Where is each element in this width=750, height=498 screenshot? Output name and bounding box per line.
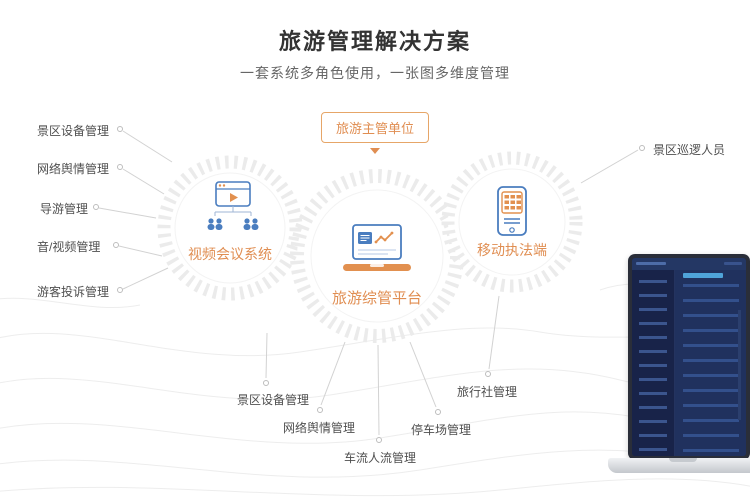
bottom-label-scenic-equipment: 景区设备管理 [237,393,310,407]
left-label-tourist-complaints: 游客投诉管理 [37,285,110,299]
mobile-ring-inner [458,168,566,276]
left-label-scenic-equipment: 景区设备管理 [37,124,110,138]
left-label-audio-video: 音/视频管理 [37,240,101,254]
left-label-online-sentiment: 网络舆情管理 [37,162,110,176]
page-subtitle: 一套系统多角色使用，一张图多维度管理 [240,65,510,81]
video-conference-icon [207,181,259,230]
video-ring-inner [174,172,286,284]
left-label-guide-management: 导游管理 [40,202,89,216]
bottom-label-online-sentiment: 网络舆情管理 [283,421,356,435]
laptop-screen [628,254,750,460]
mobile-enforcement-icon [497,186,527,236]
people-group-left [207,218,223,230]
platform-ring-inner [310,189,444,323]
preview-body [632,270,746,456]
laptop-base [608,458,750,473]
authority-badge: 旅游主管单位 [320,112,430,143]
screen-grid [504,195,521,210]
bottom-label-parking: 停车场管理 [411,423,472,437]
video-ring [157,155,303,301]
connector-dots [93,126,645,443]
preview-topbar [632,258,746,270]
bottom-label-traffic-flow: 车流人流管理 [344,451,417,465]
page-title: 旅游管理解决方案 [278,29,471,54]
preview-main [675,270,746,456]
connector-lines [98,130,639,436]
people-group-right [243,218,259,230]
bottom-label-travel-agency: 旅行社管理 [457,385,518,399]
laptop-chart-icon [343,224,411,271]
node-label-mobile: 移动执法端 [477,242,547,258]
preview-sidebar [632,270,675,456]
down-arrow-icon [370,148,380,154]
dashboard-preview [632,258,746,456]
node-label-platform: 旅游综管平台 [331,290,422,307]
right-label-patrol-staff: 景区巡逻人员 [653,143,726,157]
laptop-mockup [608,254,750,490]
node-label-video-conference: 视频会议系统 [188,246,272,262]
